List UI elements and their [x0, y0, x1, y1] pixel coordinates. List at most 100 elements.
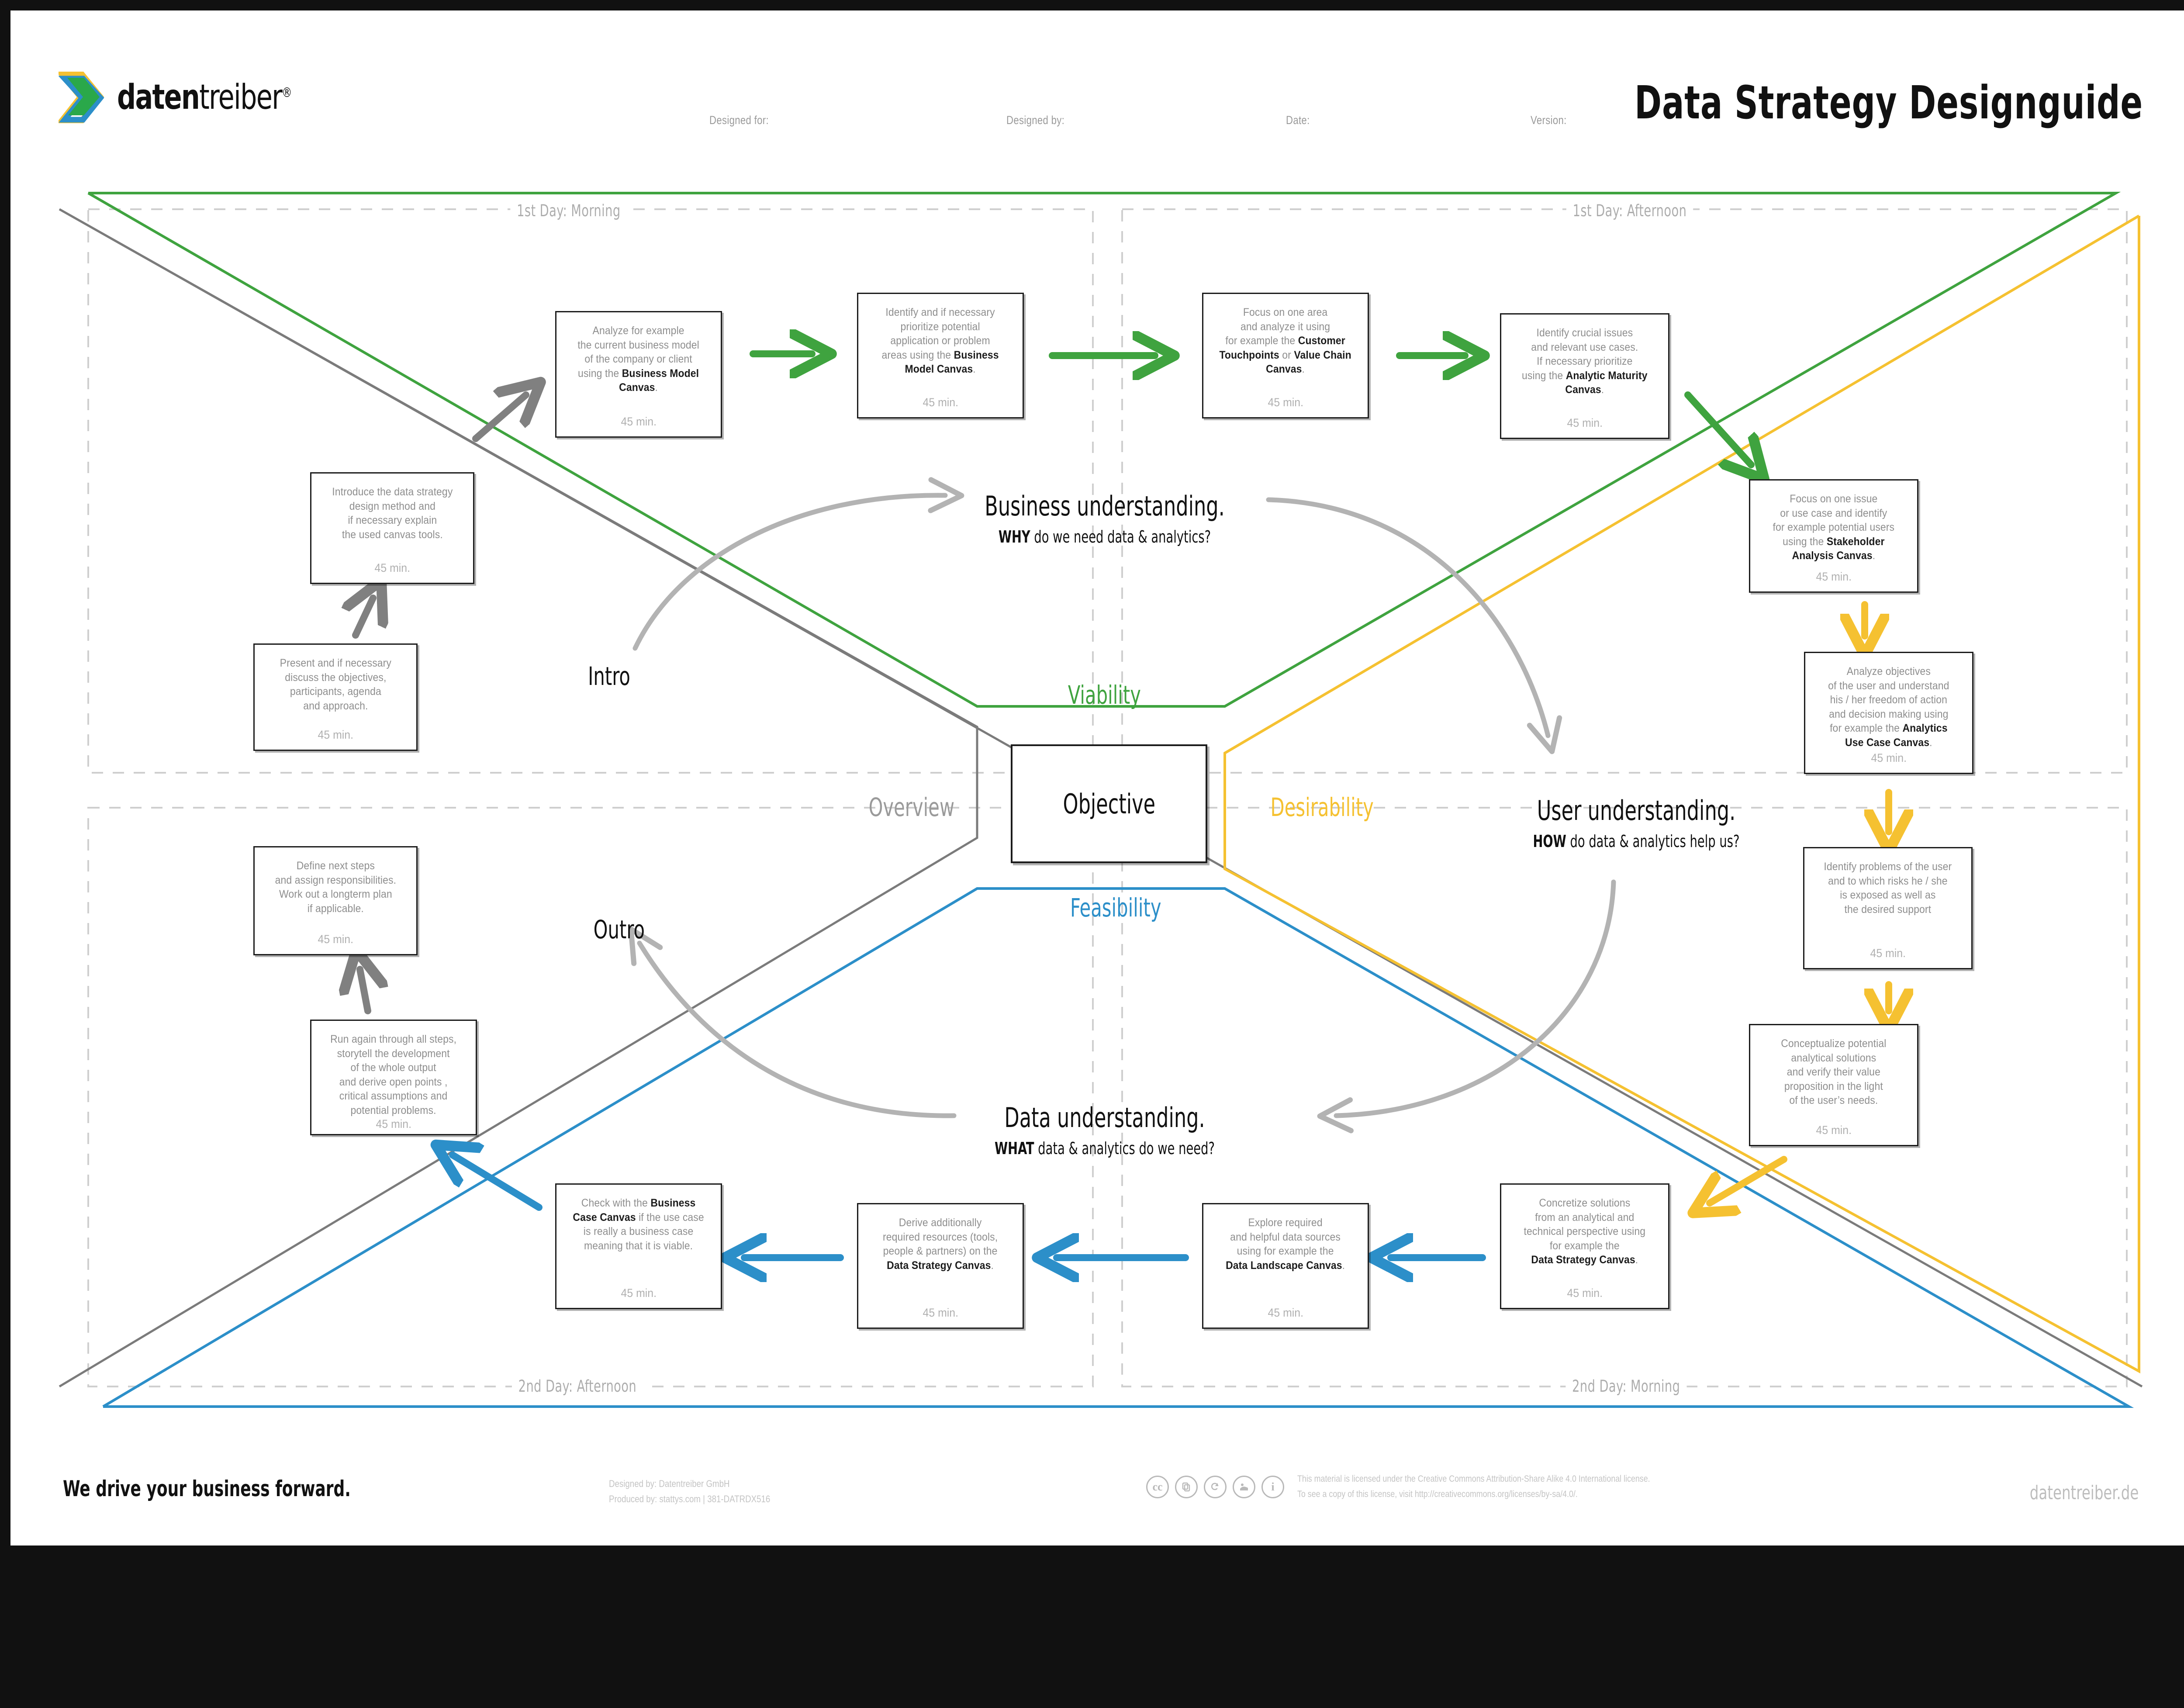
- brand-wordmark: datentreiber®: [117, 78, 292, 117]
- region-label-feasibility: Feasibility: [1070, 893, 1161, 923]
- intro-outro-arrows: [356, 395, 526, 1014]
- stage-question: WHAT data & analytics do we need?: [995, 1139, 1215, 1158]
- region-label-desirability: Desirability: [1270, 792, 1374, 822]
- gold-flow-arrows: [1710, 601, 1889, 1203]
- phase-label-2nd-day-afternoon: 2nd Day: Afternoon: [511, 1377, 643, 1396]
- region-label-overview: Overview: [868, 792, 955, 822]
- license-text: This material is licensed under the Crea…: [1297, 1472, 1650, 1502]
- stage-question: WHY do we need data & analytics?: [998, 527, 1211, 546]
- circulation-curves: [628, 477, 1616, 1134]
- activity-card-duration: 45 min.: [318, 933, 353, 946]
- objective-box[interactable]: Objective: [1011, 744, 1207, 863]
- footer-credit-line2: Produced by: stattys.com | 381-DATRDX516: [609, 1494, 771, 1505]
- activity-card-duration: 45 min.: [376, 1117, 411, 1131]
- diagram-layer: [10, 10, 2184, 1545]
- stage-business-understanding: Business understanding. WHY do we need d…: [955, 490, 1255, 546]
- cc-sa-icon: [1204, 1475, 1227, 1498]
- feasibility-frame: [102, 887, 2134, 1408]
- activity-card-duration: 45 min.: [923, 396, 958, 409]
- activity-card-duration: 45 min.: [1871, 751, 1907, 764]
- page-title: Data Strategy Designguide: [1635, 76, 2143, 129]
- blue-flow-arrows: [453, 1155, 1486, 1258]
- activity-card-duration: 45 min.: [1268, 396, 1303, 409]
- header-field-designed-by[interactable]: Designed by:: [1006, 114, 1065, 127]
- activity-card-duration: 45 min.: [1870, 947, 1906, 960]
- cc-by-icon: [1175, 1475, 1198, 1498]
- region-label-intro: Intro: [588, 661, 630, 691]
- stage-question: HOW do data & analytics help us?: [1533, 832, 1740, 851]
- activity-card-duration: 45 min.: [1816, 1124, 1852, 1137]
- activity-card-duration: 45 min.: [1567, 1286, 1603, 1300]
- header-field-date[interactable]: Date:: [1286, 114, 1310, 127]
- activity-card-duration: 45 min.: [374, 561, 410, 574]
- activity-card-duration: 45 min.: [923, 1306, 958, 1319]
- activity-card-duration: 45 min.: [1567, 416, 1603, 429]
- stage-data-understanding: Data understanding. WHAT data & analytic…: [967, 1102, 1242, 1158]
- viability-frame: [87, 192, 2121, 708]
- cc-icon: cc: [1146, 1475, 1169, 1498]
- cc-info-icon: i: [1261, 1475, 1284, 1498]
- objective-label: Objective: [1063, 788, 1155, 820]
- stage-title: User understanding.: [1537, 795, 1736, 826]
- activity-card-duration: 45 min.: [621, 415, 657, 428]
- creative-commons-block: cc i This material is licensed under the…: [1146, 1472, 1712, 1502]
- activity-card-duration: 45 min.: [1816, 570, 1852, 583]
- header-field-designed-for[interactable]: Designed for:: [709, 114, 769, 127]
- stage-title: Business understanding.: [985, 490, 1225, 522]
- phase-label-1st-day-afternoon: 1st Day: Afternoon: [1566, 201, 1693, 220]
- stage-title: Data understanding.: [1004, 1102, 1205, 1134]
- license-line1: This material is licensed under the Crea…: [1297, 1474, 1650, 1484]
- footer-credit: Designed by: Datentreiber GmbH Produced …: [609, 1476, 770, 1507]
- footer-credit-line1: Designed by: Datentreiber GmbH: [609, 1478, 730, 1489]
- poster-sheet: datentreiber® Designed for: Designed by:…: [10, 10, 2184, 1545]
- footer-website: datentreiber.de: [2029, 1482, 2139, 1504]
- region-label-outro: Outro: [593, 915, 645, 944]
- header-field-version[interactable]: Version:: [1531, 114, 1567, 127]
- brand-logo: datentreiber®: [55, 70, 320, 124]
- diagram-svg: [59, 192, 2143, 1408]
- license-line2: To see a copy of this license, visit htt…: [1297, 1489, 1578, 1499]
- phase-label-2nd-day-morning: 2nd Day: Morning: [1565, 1377, 1687, 1396]
- cc-nd-icon: [1233, 1475, 1255, 1498]
- activity-card-run-again-steps[interactable]: Run again through all steps,storytell th…: [310, 1020, 477, 1135]
- desirability-frame: [1223, 214, 2140, 1374]
- region-label-viability: Viability: [1068, 680, 1141, 710]
- activity-card-duration: 45 min.: [318, 728, 353, 741]
- activity-card-text: Run again through all steps,storytell th…: [330, 1033, 457, 1117]
- stage-user-understanding: User understanding. HOW do data & analyt…: [1507, 795, 1765, 851]
- phase-label-1st-day-morning: 1st Day: Morning: [510, 201, 627, 220]
- activity-card-duration: 45 min.: [621, 1286, 657, 1300]
- datentreiber-chevron-icon: [55, 70, 106, 124]
- footer-tagline: We drive your business forward.: [63, 1476, 351, 1501]
